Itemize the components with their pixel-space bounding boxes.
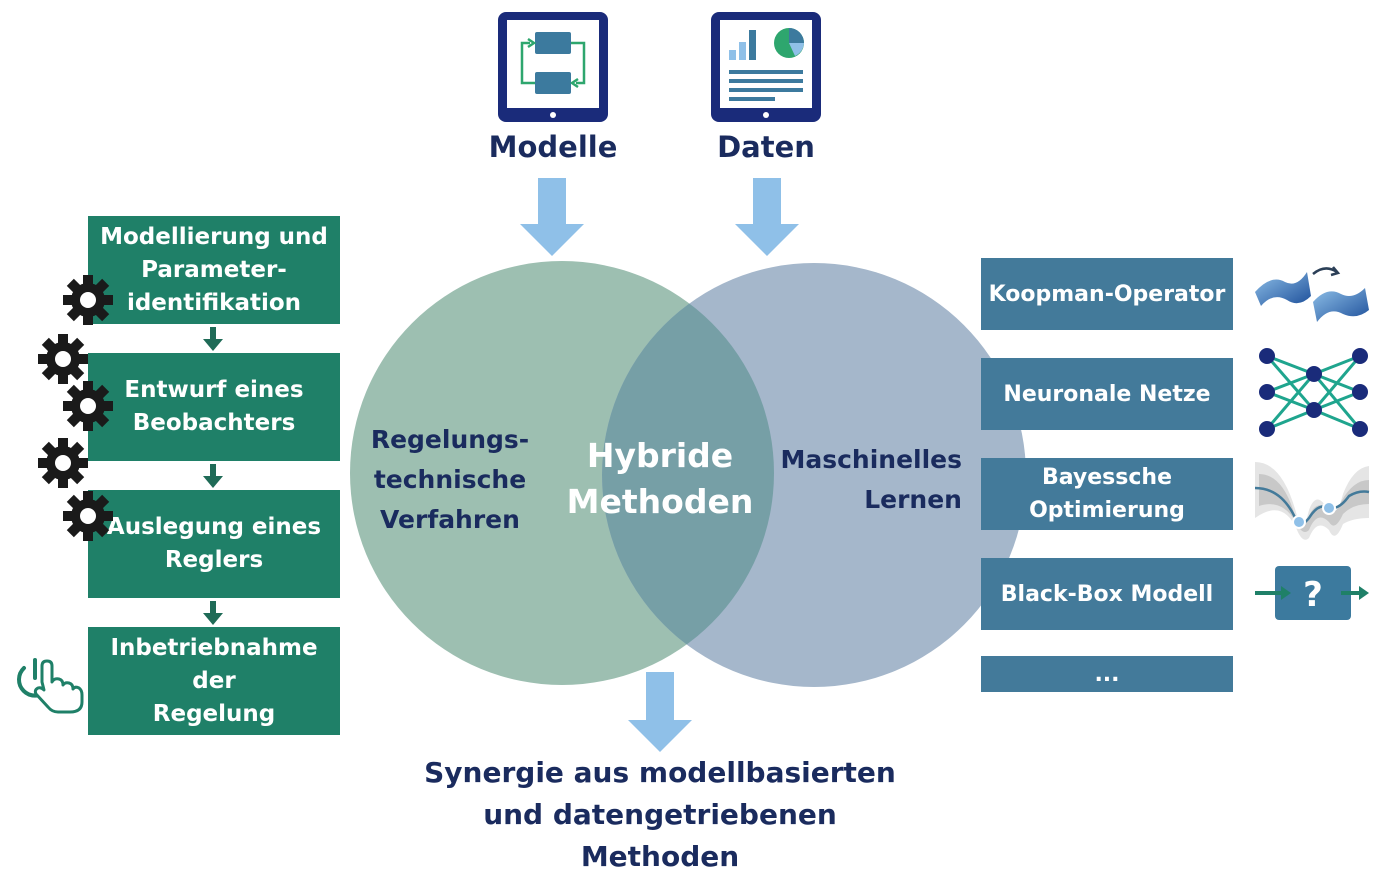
gear-icon: [63, 491, 113, 541]
result-arrow-icon: [628, 672, 692, 752]
gear-icon: [38, 438, 88, 488]
venn-left-label: Regelungs- technische Verfahren: [370, 425, 530, 534]
venn-center-label: Hybride Methoden: [566, 436, 754, 521]
step-modeling: Modellierung und Parameter- identifikati…: [88, 216, 340, 324]
data-label: Daten: [717, 130, 815, 164]
gear-icon: [63, 275, 113, 325]
neural-network-icon: [1259, 348, 1368, 437]
power-touch-icon: [17, 658, 84, 714]
step-commissioning: Inbetriebnahme der Regelung: [88, 627, 340, 735]
gaussian-process-icon: [1254, 462, 1370, 540]
method-black-box: Black-Box Modell: [981, 558, 1233, 630]
data-arrow-icon: [735, 178, 799, 256]
gear-icon: [38, 334, 88, 384]
black-box-icon: ?: [1255, 566, 1369, 620]
models-label: Modelle: [488, 130, 618, 164]
method-more: ...: [981, 656, 1233, 692]
method-bayesian-opt: Bayessche Optimierung: [981, 458, 1233, 530]
method-koopman: Koopman-Operator: [981, 258, 1233, 330]
venn-diagram: [350, 261, 1026, 687]
step-controller: Auslegung eines Reglers: [88, 490, 340, 598]
model-tablet-icon: [498, 12, 608, 122]
svg-text:?: ?: [1303, 575, 1323, 615]
result-text: Synergie aus modellbasierten und datenge…: [424, 756, 896, 873]
gear-icon: [63, 381, 113, 431]
data-tablet-icon: [711, 12, 821, 122]
models-arrow-icon: [520, 178, 584, 256]
step-observer: Entwurf eines Beobachters: [88, 353, 340, 461]
step-arrow-icon: [203, 464, 223, 488]
surface-transform-icon: [1255, 266, 1369, 322]
venn-overlap: [602, 263, 774, 685]
step-arrow-icon: [203, 327, 223, 351]
method-neural-nets: Neuronale Netze: [981, 358, 1233, 430]
venn-right-label: Maschinelles Lernen: [780, 445, 962, 514]
step-arrow-icon: [203, 601, 223, 625]
